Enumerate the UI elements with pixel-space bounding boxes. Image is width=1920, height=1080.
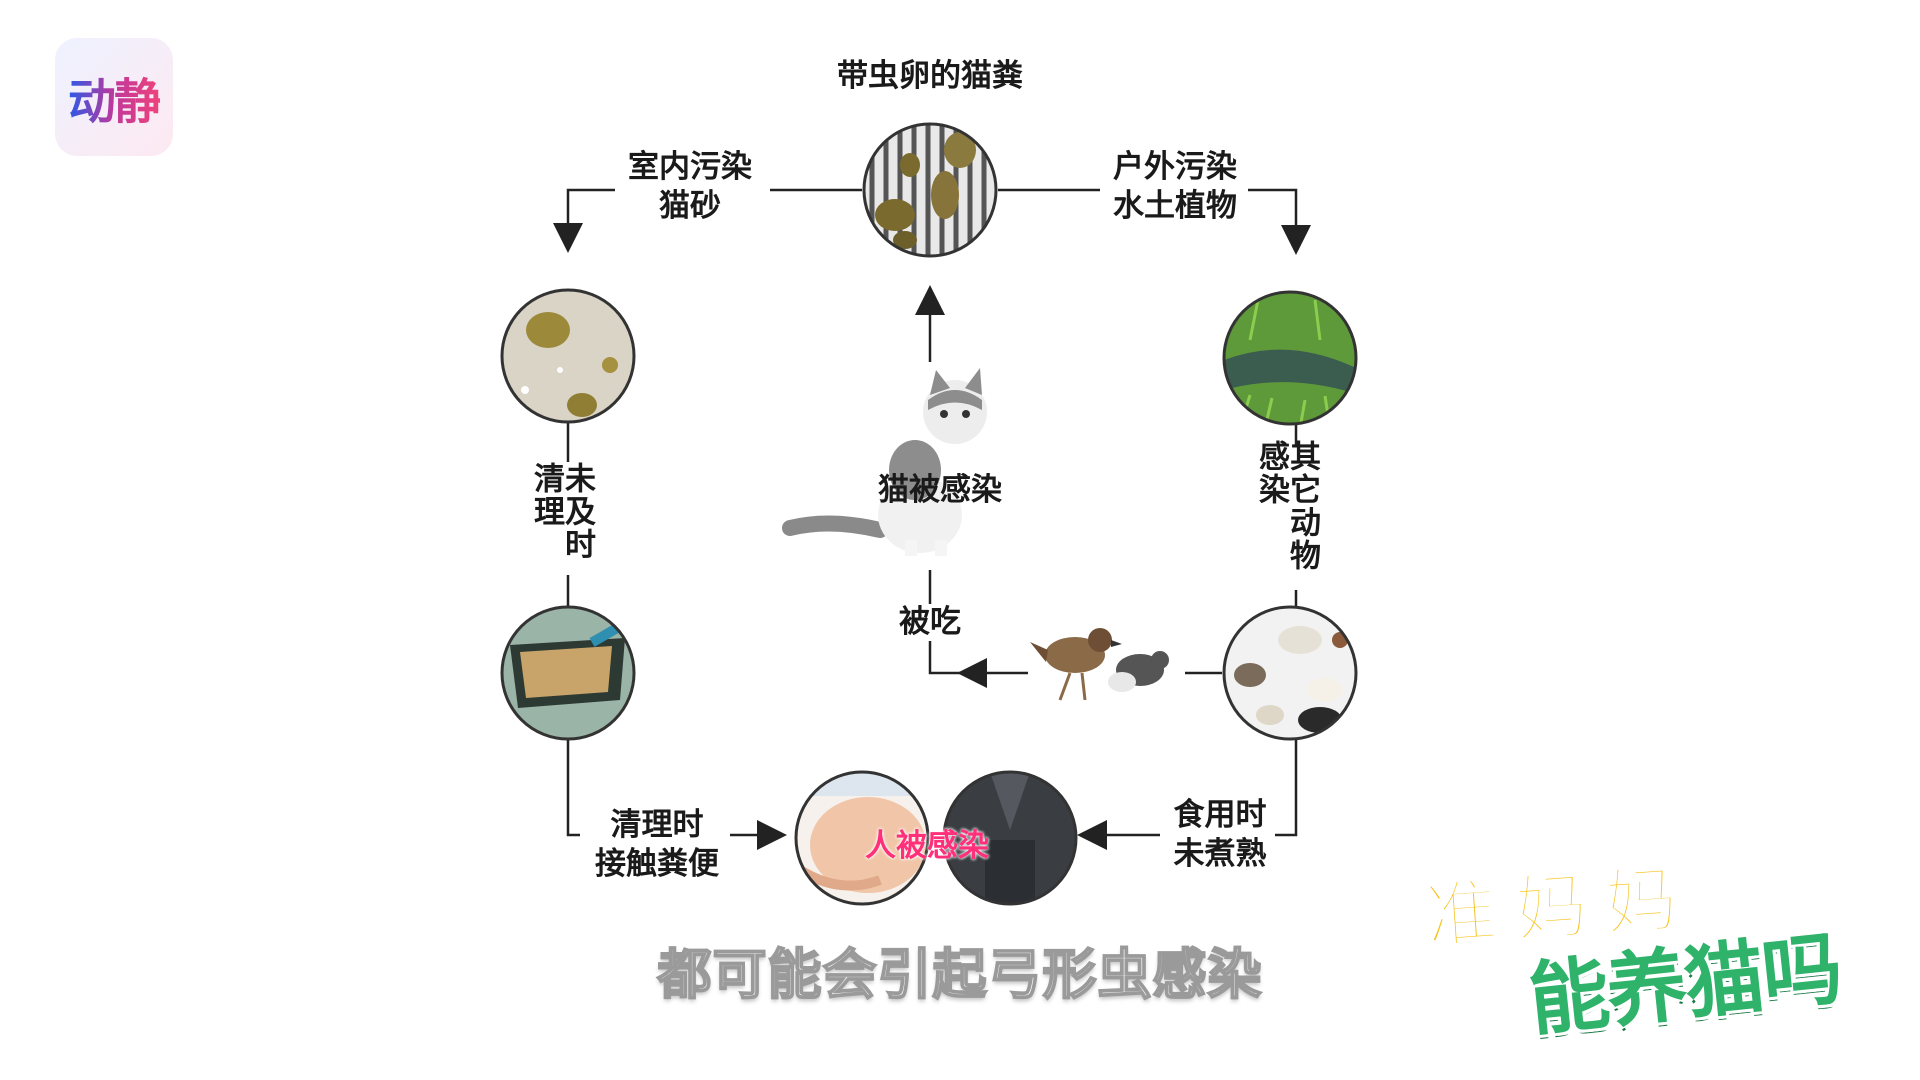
label-not-cleaned: 未及时清理 [528, 462, 595, 561]
feces-picture [864, 124, 996, 256]
label-outdoor-pollution: 户外污染 水土植物 [1095, 148, 1255, 226]
label-outdoor-line1: 户外污染 [1113, 149, 1237, 185]
grass-water-picture [1224, 292, 1356, 424]
animals-picture [1224, 607, 1356, 739]
label-cleaning-line1: 清理时 [610, 807, 704, 843]
label-eating-line2: 未煮熟 [1173, 835, 1267, 872]
label-human-infected: 人被感染 [865, 828, 989, 864]
app-logo: 动静 [55, 38, 173, 156]
litter-feces-picture [502, 290, 634, 422]
label-cat-infected: 猫被感染 [878, 472, 1002, 508]
label-indoor-pollution: 室内污染 猫砂 [610, 148, 770, 226]
bird-mouse-picture [1030, 628, 1169, 701]
label-eating-undercooked: 食用时 未煮熟 [1160, 796, 1280, 874]
label-other-animals: 其它动物感染 [1253, 440, 1320, 572]
connector-lines [553, 188, 1311, 850]
label-indoor-line1: 室内污染 [628, 149, 752, 185]
label-outdoor-line2: 水土植物 [1113, 187, 1237, 224]
label-infected-feces: 带虫卵的猫粪 [837, 58, 1023, 94]
video-subtitle: 都可能会引起弓形虫感染 [657, 942, 1263, 1007]
label-cleaning-contact: 清理时 接触粪便 [582, 806, 732, 884]
label-eaten: 被吃 [890, 604, 970, 642]
label-eating-line1: 食用时 [1173, 797, 1267, 833]
cat-picture [782, 368, 987, 556]
label-cleaning-line2: 接触粪便 [595, 845, 719, 882]
pregnant-woman-picture [796, 772, 928, 904]
logo-text: 动静 [68, 62, 162, 132]
litter-box-picture [502, 607, 634, 739]
label-indoor-line2: 猫砂 [659, 187, 721, 224]
man-suit-picture [944, 772, 1076, 904]
